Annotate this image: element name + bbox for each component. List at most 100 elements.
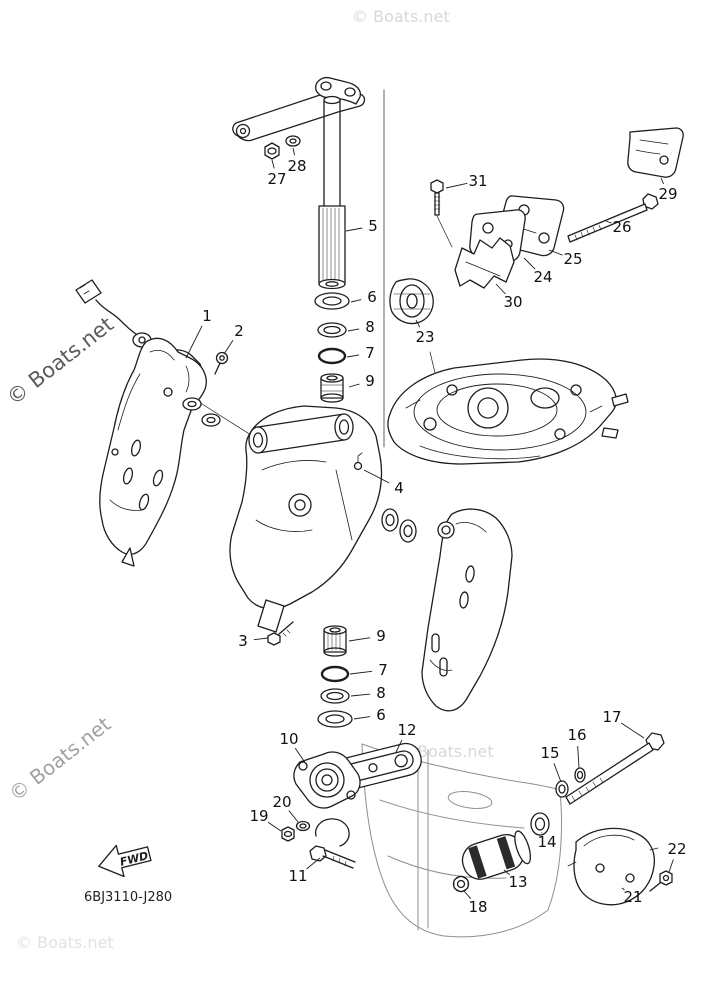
callout-leader-line	[660, 177, 665, 185]
part-number-callout: 7	[378, 661, 388, 679]
lower-unit-outline	[361, 743, 562, 938]
part-number-callout: 13	[508, 873, 527, 891]
part-number-callout: 7	[365, 344, 375, 362]
part-number-callout: 9	[365, 372, 375, 390]
callout-leader-line	[445, 182, 468, 189]
callout-leader-line	[363, 469, 390, 484]
callout-leader-line	[523, 257, 536, 270]
bracket-29-art	[627, 127, 684, 178]
callout-layer: 1234568799786101112131415161718192021222…	[185, 147, 687, 916]
part-number-callout: 5	[368, 217, 378, 235]
bolt-26-art	[567, 193, 659, 243]
watermark-text: © Boats.net	[16, 933, 114, 952]
cover-21-art	[567, 827, 659, 906]
bolt-31-art	[430, 179, 444, 216]
part-number-callout: 18	[468, 898, 487, 916]
part-number-callout: 11	[288, 867, 307, 885]
part-number-callout: 14	[537, 833, 556, 851]
callout-leader-line	[306, 857, 321, 870]
callout-leader-line	[253, 637, 269, 641]
washer-15-art	[555, 780, 569, 798]
callout-leader-line	[350, 693, 371, 697]
callout-leader-line	[267, 821, 282, 832]
left-clamp-bracket-art	[99, 337, 221, 567]
upper-washer-stack-art	[314, 292, 350, 403]
nut-27-art	[264, 142, 280, 160]
part-number-callout: 17	[602, 708, 621, 726]
damper-23-art	[389, 278, 434, 325]
part-number-callout: 15	[540, 744, 559, 762]
watermark-text: © Boats.net	[2, 312, 118, 410]
bolt-22-art	[649, 870, 673, 892]
part-number-callout: 16	[567, 726, 586, 744]
part-number-callout: 8	[365, 318, 375, 336]
part-number-callout: 30	[503, 293, 522, 311]
part-number-callout: 8	[376, 684, 386, 702]
callout-leader-line	[185, 325, 203, 359]
part-number-callout: 4	[394, 479, 404, 497]
callout-leader-line	[577, 745, 580, 769]
part-number-callout: 2	[234, 322, 244, 340]
rubber-mount-13-art	[461, 830, 532, 880]
callout-leader-line	[495, 283, 506, 295]
callout-leader-line	[395, 739, 403, 753]
mount-housing-10-art	[293, 751, 361, 809]
callout-leader-line	[620, 722, 645, 739]
callout-leader-line	[348, 383, 360, 388]
right-clamp-bracket-art	[421, 508, 513, 712]
part-number-callout: 6	[376, 706, 386, 724]
bolt-2-art	[214, 351, 229, 375]
part-number-callout: 28	[287, 157, 306, 175]
diagram-artwork	[75, 76, 684, 906]
bracket-30-art	[454, 237, 515, 289]
callout-leader-line	[288, 810, 299, 823]
part-number-callout: 6	[367, 288, 377, 306]
part-number-callout: 3	[238, 632, 248, 650]
callout-leader-line	[350, 299, 362, 303]
washer-28-art	[285, 135, 301, 147]
swivel-bracket-art	[229, 405, 417, 633]
part-number-callout: 10	[279, 730, 298, 748]
callout-leader-line	[605, 220, 612, 224]
part-number-callout: 9	[376, 627, 386, 645]
part-number-callout: 1	[202, 307, 212, 325]
callout-leader-line	[223, 339, 234, 355]
fwd-arrow: FWD	[98, 844, 152, 878]
callout-leader-line	[503, 869, 510, 876]
callout-leader-line	[548, 249, 563, 256]
watermark-text: © Boats.net	[352, 7, 450, 26]
clamp-bolt-11-art	[309, 818, 356, 869]
callout-leader-line	[353, 716, 371, 720]
callout-leader-line	[292, 147, 296, 156]
callout-leader-line	[463, 890, 472, 900]
lower-washer-stack-art	[317, 625, 353, 728]
bolt-3-art	[267, 621, 294, 646]
callout-leader-line	[621, 887, 625, 891]
part-number-callout: 20	[272, 793, 291, 811]
tiller-arm-art	[232, 76, 366, 142]
callout-leader-line	[553, 763, 562, 783]
part-number-callout: 24	[533, 268, 552, 286]
bolt-17-art	[565, 732, 665, 805]
callout-leader-line	[415, 319, 421, 328]
engine-holder-art	[387, 358, 629, 465]
nut-18-art	[452, 875, 470, 893]
washer-14-art	[530, 812, 550, 836]
part-number-callout: 25	[563, 250, 582, 268]
callout-leader-line	[668, 859, 674, 873]
washer-16-art	[574, 767, 586, 783]
watermark-text: © Boats.net	[4, 712, 115, 806]
part-number-callout: 12	[397, 721, 416, 739]
nut-19-art	[281, 826, 295, 842]
part-number-callout: 21	[623, 888, 642, 906]
part-number-callout: 19	[249, 807, 268, 825]
washer-20-art	[295, 820, 311, 832]
part-number-callout: 26	[612, 218, 631, 236]
callout-leader-line	[271, 159, 275, 169]
fwd-arrow-label: FWD	[119, 849, 150, 869]
part-number-callout: 27	[267, 170, 286, 188]
diagram-code: 6BJ3110-J280	[84, 890, 172, 905]
part-number-callout: 22	[667, 840, 686, 858]
